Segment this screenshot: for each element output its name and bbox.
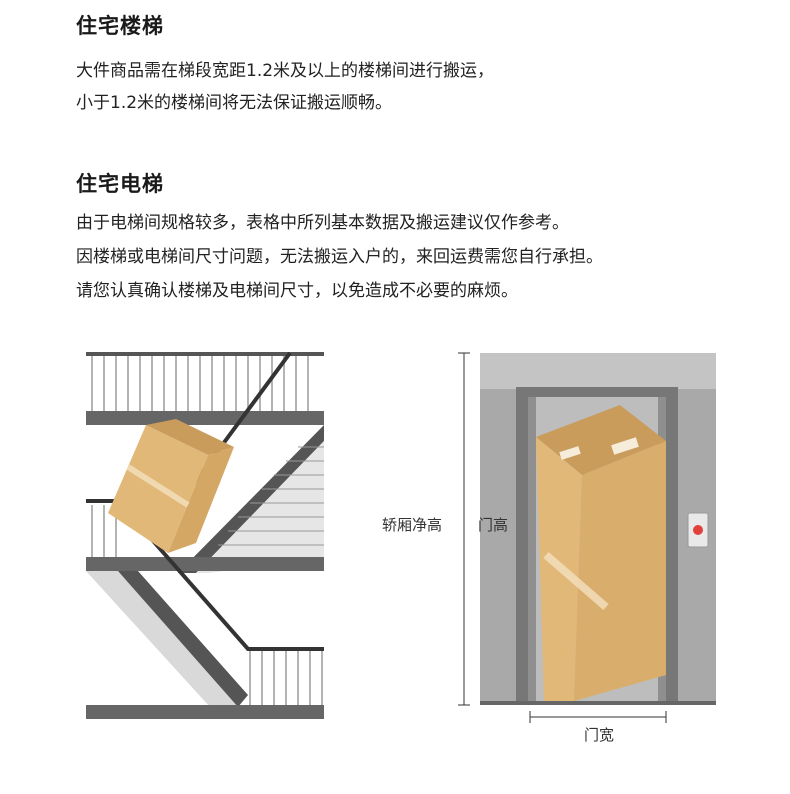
stairs-section-title: 住宅楼梯	[76, 14, 164, 38]
elevator-section-title: 住宅电梯	[76, 172, 164, 196]
cardboard-box-icon	[108, 419, 234, 553]
elevator-text-line-2: 因楼梯或电梯间尺寸问题，无法搬运入户的，来回运费需您自行承担。	[76, 247, 603, 267]
door-width-label: 门宽	[584, 726, 614, 744]
cardboard-box-icon	[536, 405, 666, 701]
stairs-text-line-2: 小于1.2米的楼梯间将无法保证搬运顺畅。	[76, 93, 393, 113]
elevator-text-line-3: 请您认真确认楼梯及电梯间尺寸，以免造成不必要的麻烦。	[76, 281, 518, 301]
elevator-illustration: 轿厢净高 门高 门宽	[382, 352, 716, 744]
elevator-text-line-1: 由于电梯间规格较多，表格中所列基本数据及搬运建议仅作参考。	[76, 213, 569, 233]
door-height-label: 门高	[478, 516, 508, 534]
cabin-height-label: 轿厢净高	[382, 516, 442, 534]
staircase-illustration	[86, 351, 324, 719]
stairs-text-line-1: 大件商品需在梯段宽距1.2米及以上的楼梯间进行搬运，	[76, 61, 495, 81]
